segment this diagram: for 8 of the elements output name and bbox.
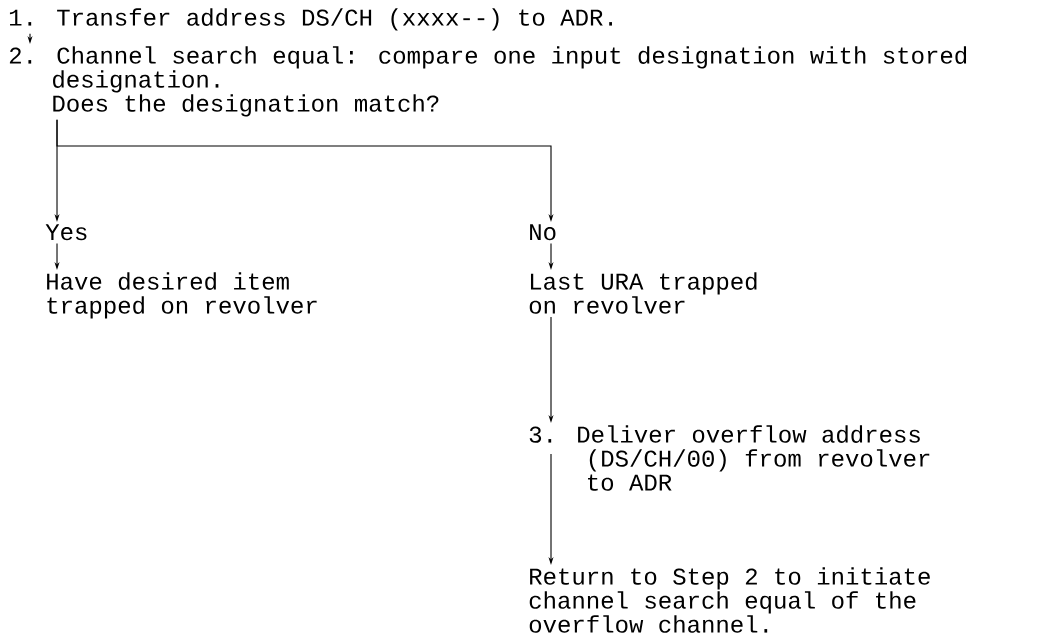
step-text: 1. Transfer address DS/CH (xxxx--) to ADR. bbox=[9, 8, 612, 31]
result-text: Have desired item trapped on revolver bbox=[47, 272, 317, 319]
answer-text: No bbox=[530, 224, 556, 241]
result-text: Return to Step 2 to initiate channel search equal of the overflow channel. bbox=[529, 567, 930, 633]
step-text: 2. Channel search equal: compare one input designation with stored designation. Does the designation match? bbox=[9, 46, 967, 117]
result-text: Last URA trapped on revolver bbox=[529, 272, 757, 314]
answer-text: Yes bbox=[45, 224, 87, 241]
step-text: 3. Deliver overflow address (DS/CH/00) from revolver to ADR bbox=[529, 425, 930, 491]
